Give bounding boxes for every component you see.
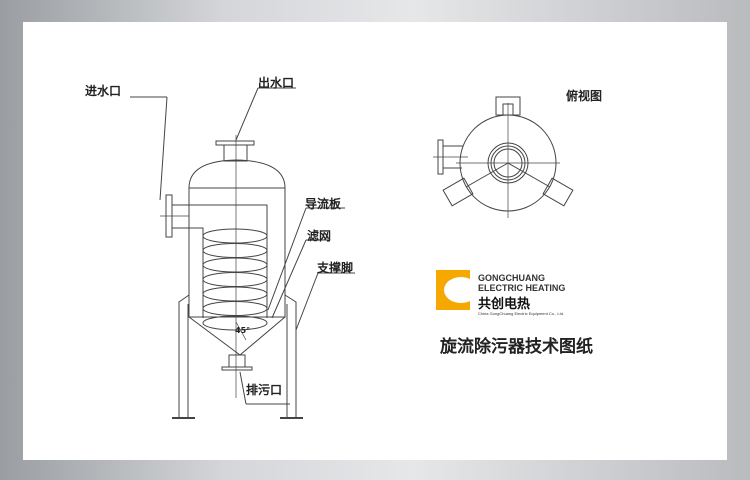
filter-spiral-turn (202, 272, 268, 287)
logo-line1: GONGCHUANG (478, 273, 545, 283)
filter-spiral-turn (202, 243, 268, 258)
top-view-label: 俯视图 (566, 89, 603, 103)
outlet-label: 出水口 (258, 76, 295, 90)
logo-line2: ELECTRIC HEATING (478, 283, 566, 293)
top-view (433, 96, 574, 218)
baffle-label: 导流板 (305, 197, 342, 211)
filter-spiral-turn (202, 257, 268, 273)
filter-spiral-turn (202, 301, 268, 316)
filter-label: 滤网 (307, 229, 332, 243)
angle-label: 45° (235, 326, 251, 335)
drawing-panel (23, 22, 727, 460)
side-view (130, 87, 355, 419)
inlet-label: 进水口 (85, 84, 122, 98)
filter-spiral-turn (202, 286, 268, 302)
logo-icon (436, 270, 470, 310)
logo-sub: China GongChuang Electric Equipment Co.,… (478, 311, 565, 316)
logo-cn: 共创电热 (478, 297, 531, 312)
drain-label: 排污口 (246, 383, 283, 397)
filter-spiral-turn (202, 315, 268, 331)
support-label: 支撑脚 (317, 261, 354, 275)
filter-spiral-turn (202, 228, 268, 244)
drawing-title: 旋流除污器技术图纸 (440, 337, 593, 357)
